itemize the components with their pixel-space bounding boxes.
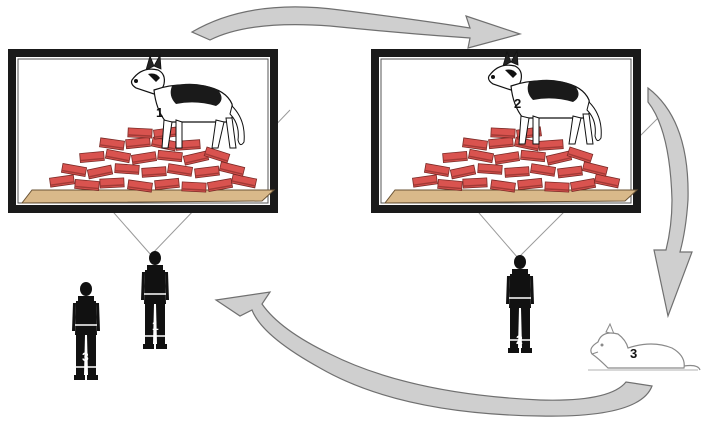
handler-label-2: 2 [516, 333, 523, 347]
resting-dog-label: 3 [630, 346, 637, 361]
arrow-right-icon [648, 88, 692, 316]
resting-dog: 3 [588, 324, 700, 370]
search-scene-panel-2: 2 [375, 51, 637, 209]
arrow-top-icon [192, 7, 520, 48]
handler-3: 3 [72, 282, 100, 380]
handler-label-1: 1 [152, 319, 159, 333]
dog-label-2: 2 [514, 96, 521, 111]
search-scene-panel-1: 1 [12, 53, 274, 209]
dog-label-1: 1 [156, 105, 163, 120]
handler-2: 2 [506, 255, 534, 353]
handler-label-3: 3 [82, 350, 89, 364]
arrow-bottom-icon [216, 292, 652, 416]
handler-1: 1 [141, 251, 169, 349]
